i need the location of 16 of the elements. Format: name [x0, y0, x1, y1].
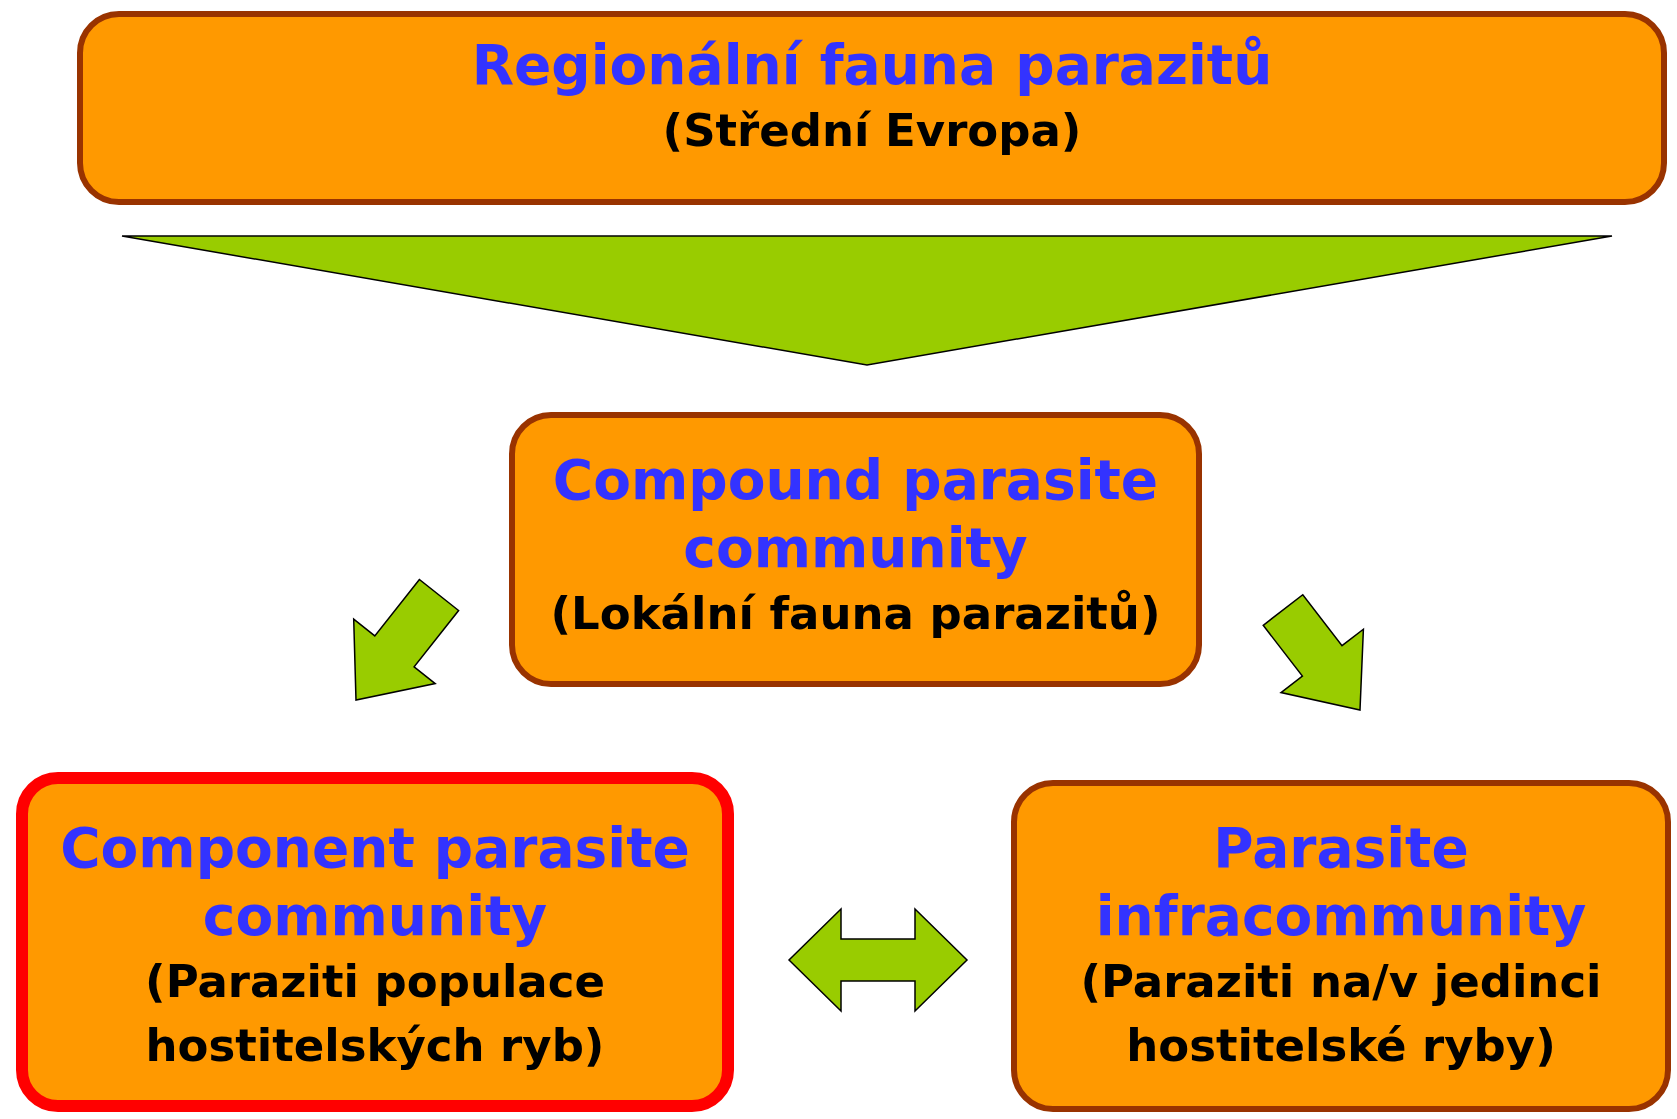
rounded-box: [509, 412, 1202, 687]
box-title: Regionální fauna parazitů: [470, 32, 1274, 99]
box-subtitle: (Paraziti na/v jedinci hostitelské ryby): [1079, 954, 1603, 1074]
box-title: Parasite infracommunity: [1094, 815, 1588, 950]
box-title: Component parasite community: [59, 815, 691, 950]
rounded-box: [16, 772, 734, 1112]
block-arrow: [1262, 593, 1365, 711]
box-subtitle: (Střední Evropa): [661, 103, 1083, 159]
rounded-box: [1011, 780, 1671, 1112]
box-subtitle: (Lokální fauna parazitů): [549, 586, 1162, 642]
block-arrow: [352, 578, 460, 701]
double-block-arrow: [787, 907, 969, 1013]
box-title: Compound parasite community: [551, 447, 1160, 582]
funnel-arrow: [121, 235, 1613, 366]
box-subtitle: (Paraziti populace hostitelských ryb): [144, 954, 606, 1074]
rounded-box: [77, 11, 1667, 205]
